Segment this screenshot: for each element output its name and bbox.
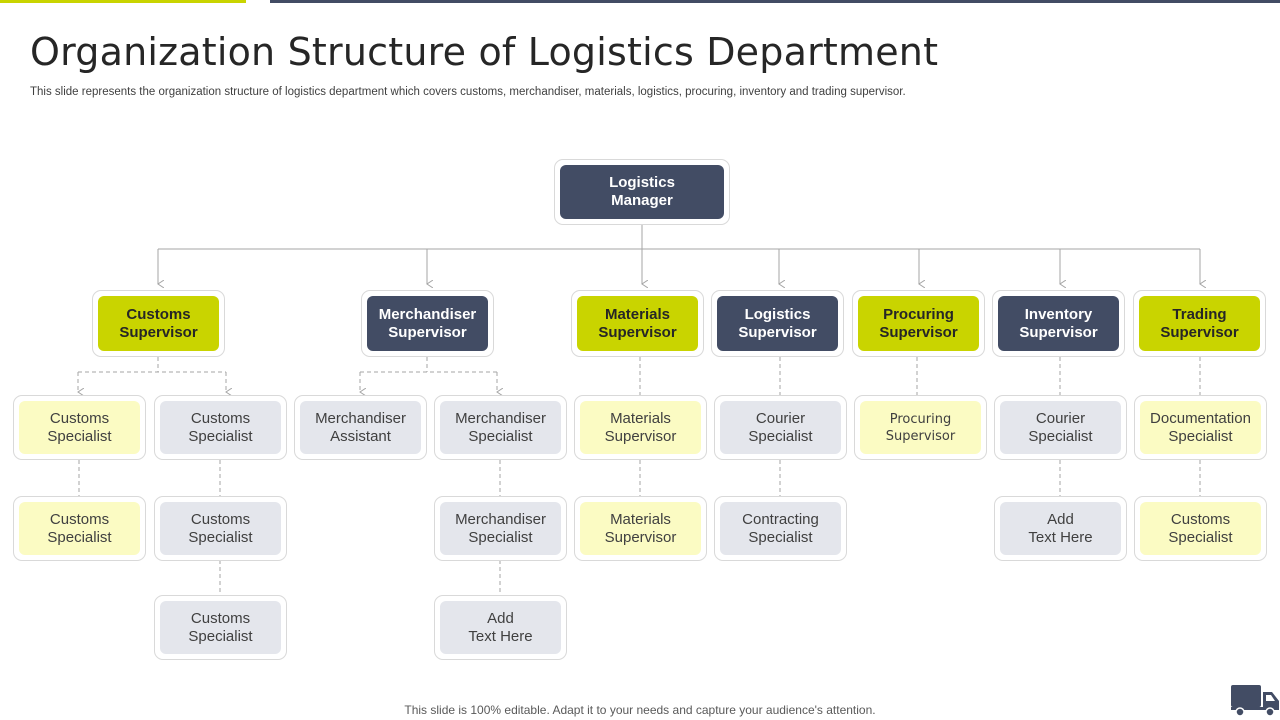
accent-bar-yellow: [0, 0, 246, 3]
footer-note: This slide is 100% editable. Adapt it to…: [404, 703, 876, 717]
page-subtitle: This slide represents the organization s…: [30, 86, 906, 98]
accent-bar-navy: [270, 0, 1280, 3]
truck-icon: [1231, 685, 1279, 717]
page-title: Organization Structure of Logistics Depa…: [30, 30, 939, 74]
